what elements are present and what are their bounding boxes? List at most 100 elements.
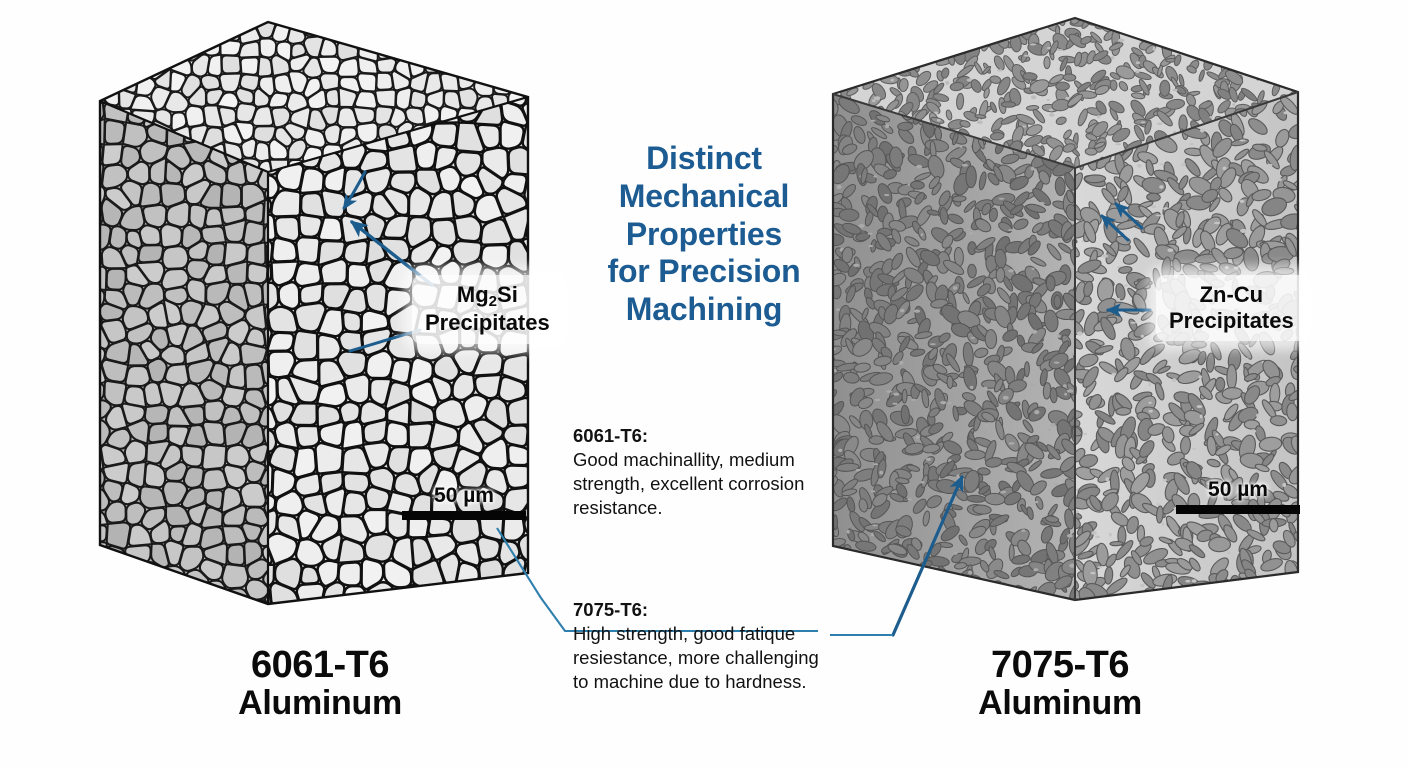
grain — [293, 261, 323, 288]
precipitate — [1235, 587, 1249, 600]
precipitate — [873, 355, 892, 367]
grain — [338, 400, 362, 424]
grain — [262, 199, 268, 226]
grain — [163, 584, 186, 604]
precipitate — [1139, 536, 1154, 547]
specimen-caption-right-material: Aluminum — [978, 683, 1142, 722]
precipitate — [833, 285, 842, 300]
grain — [246, 598, 267, 604]
grain — [180, 444, 204, 468]
precipitate-speck — [940, 401, 947, 405]
grain — [491, 36, 511, 57]
precipitate — [1301, 408, 1315, 429]
callout-label-mg2si: Mg2Si Precipitates — [412, 275, 563, 344]
grain — [75, 446, 83, 463]
grain — [75, 364, 90, 383]
callout-mg2si-subscript: 2 — [488, 293, 498, 310]
grain — [253, 87, 271, 108]
precipitate-speck — [1148, 409, 1153, 413]
precipitate-speck — [1090, 571, 1096, 575]
grain — [268, 331, 295, 353]
grain — [264, 304, 268, 328]
precipitate — [1268, 518, 1279, 533]
grain — [439, 72, 460, 92]
precipitate — [1029, 480, 1047, 496]
precipitate-speck — [834, 32, 840, 36]
precipitate — [1190, 590, 1208, 600]
precipitate — [1172, 225, 1188, 240]
grain — [273, 0, 291, 9]
grain — [119, 561, 144, 585]
precipitate — [885, 18, 895, 31]
precipitate — [995, 267, 1006, 283]
grain — [320, 189, 348, 219]
precipitate — [920, 249, 941, 267]
grain — [100, 444, 105, 472]
precipitate — [1062, 292, 1075, 312]
precipitate — [865, 33, 883, 52]
precipitate — [841, 488, 858, 497]
grain — [370, 22, 392, 41]
grain — [117, 55, 137, 76]
precipitate-speck — [1105, 477, 1109, 482]
precipitate — [1130, 550, 1143, 566]
grain — [531, 400, 553, 426]
grain — [392, 611, 415, 635]
precipitate — [1188, 544, 1206, 559]
precipitate — [1124, 617, 1148, 630]
precipitate — [963, 469, 980, 493]
precipitate — [863, 573, 883, 585]
grain — [395, 86, 413, 111]
precipitate — [1117, 185, 1129, 203]
grain — [543, 629, 557, 635]
grain — [270, 22, 291, 24]
precipitate-speck — [1162, 478, 1167, 482]
precipitate — [1311, 298, 1328, 320]
precipitate-speck — [1135, 69, 1140, 74]
precipitate — [895, 525, 912, 537]
precipitate — [938, 332, 951, 343]
info-body-7075: High strength, good fatique resiestance,… — [573, 623, 819, 693]
precipitate — [891, 252, 904, 270]
precipitate-speck — [899, 360, 904, 365]
grain — [342, 629, 365, 635]
precipitate — [982, 65, 992, 75]
precipitate — [833, 575, 844, 594]
precipitate — [1208, 197, 1221, 213]
precipitate — [1198, 385, 1213, 401]
precipitate-speck — [1159, 163, 1165, 166]
precipitate — [1145, 44, 1157, 54]
grain — [78, 194, 83, 197]
grain — [101, 143, 124, 167]
precipitate — [1269, 598, 1279, 600]
grain — [481, 67, 506, 76]
precipitate — [1043, 56, 1051, 70]
precipitate — [921, 388, 930, 409]
scale-bar-left-label: 50 µm — [434, 484, 494, 507]
precipitate-speck — [1185, 579, 1191, 583]
grain — [258, 37, 278, 59]
grain — [384, 421, 410, 448]
precipitate-speck — [1030, 329, 1038, 334]
grain — [153, 0, 171, 10]
precipitate-speck — [953, 552, 958, 555]
grain — [407, 422, 434, 449]
grain — [220, 0, 240, 8]
precipitate-speck — [1283, 111, 1289, 115]
precipitate-speck — [1249, 521, 1255, 524]
precipitate — [1000, 101, 1017, 108]
precipitate — [1198, 100, 1213, 110]
precipitate — [1251, 189, 1272, 202]
precipitate-speck — [1148, 401, 1152, 404]
precipitate — [1295, 610, 1303, 625]
precipitate — [1028, 460, 1043, 472]
specimen-caption-left: 6061-T6 Aluminum — [140, 645, 500, 722]
grain — [145, 579, 166, 604]
grain — [309, 0, 324, 10]
precipitate — [833, 96, 839, 116]
precipitate — [1061, 438, 1075, 456]
grain — [105, 267, 127, 291]
precipitate — [904, 236, 920, 247]
grain — [201, 443, 228, 471]
grain — [264, 243, 268, 269]
